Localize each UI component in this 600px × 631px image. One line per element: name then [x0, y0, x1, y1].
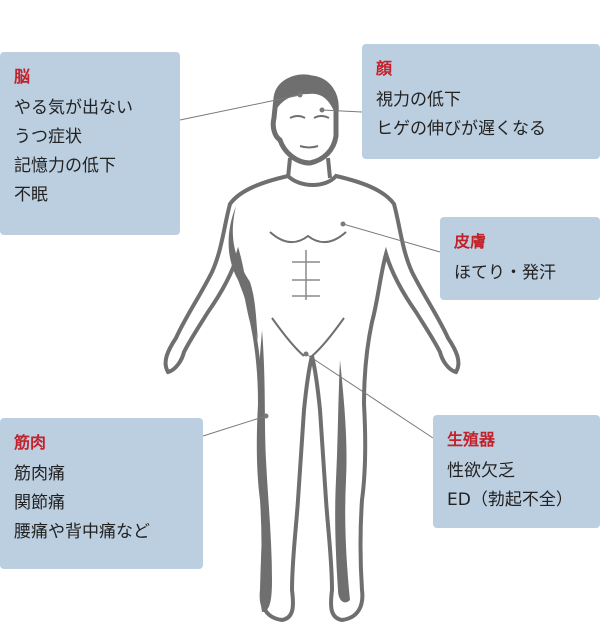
leader-brain: [179, 94, 301, 121]
hair-shape: [275, 77, 338, 116]
callout-brain-item: やる気が出ない: [14, 98, 133, 118]
callout-brain-item: 不眠: [14, 185, 48, 205]
leader-skin-dot: [340, 221, 346, 227]
callout-reproductive-title: 生殖器: [447, 430, 496, 449]
torso-shading: [228, 206, 258, 340]
callout-brain-item: うつ症状: [14, 127, 82, 147]
leader-face: [321, 109, 363, 113]
abdomen-lines: [292, 250, 320, 300]
leader-repro-dot: [303, 351, 309, 357]
callout-face-title: 顔: [376, 59, 393, 78]
callout-skin: 皮膚 ほてり・発汗: [440, 217, 600, 300]
leader-face-dot: [319, 107, 325, 113]
chest-lines: [269, 231, 347, 243]
callout-muscle-item: 腰痛や背中痛など: [14, 522, 150, 542]
leader-brain-dot: [297, 92, 303, 98]
callout-brain-title: 脳: [14, 67, 31, 86]
callout-brain-item: 記憶力の低下: [14, 156, 116, 176]
callout-muscle-item: 関節痛: [14, 493, 65, 513]
callout-face-item: 視力の低下: [376, 90, 461, 110]
callout-reproductive-item: ED（勃起不全）: [447, 490, 573, 510]
leg-shading-right: [335, 360, 350, 603]
callout-reproductive: 生殖器 性欲欠乏 ED（勃起不全）: [433, 415, 600, 528]
leg-shading-left: [258, 330, 272, 612]
leader-skin: [342, 223, 441, 253]
callout-reproductive-item: 性欲欠乏: [447, 461, 515, 481]
callout-skin-item: ほてり・発汗: [454, 263, 556, 283]
groin-lines: [271, 317, 345, 357]
leader-muscle: [202, 415, 267, 437]
callout-face: 顔 視力の低下 ヒゲの伸びが遅くなる: [362, 44, 600, 159]
callout-muscle-title: 筋肉: [14, 433, 47, 452]
callout-muscle: 筋肉 筋肉痛 関節痛 腰痛や背中痛など: [0, 418, 203, 569]
body-silhouette: [163, 173, 461, 623]
mouth: [299, 145, 319, 149]
callout-muscle-item: 筋肉痛: [14, 464, 65, 484]
callout-face-item: ヒゲの伸びが遅くなる: [376, 119, 546, 139]
callout-brain: 脳 やる気が出ない うつ症状 記憶力の低下 不眠: [0, 52, 180, 235]
leader-muscle-dot: [263, 413, 269, 419]
leader-repro: [305, 353, 434, 439]
callout-skin-title: 皮膚: [454, 232, 487, 251]
eyebrows: [289, 115, 330, 119]
